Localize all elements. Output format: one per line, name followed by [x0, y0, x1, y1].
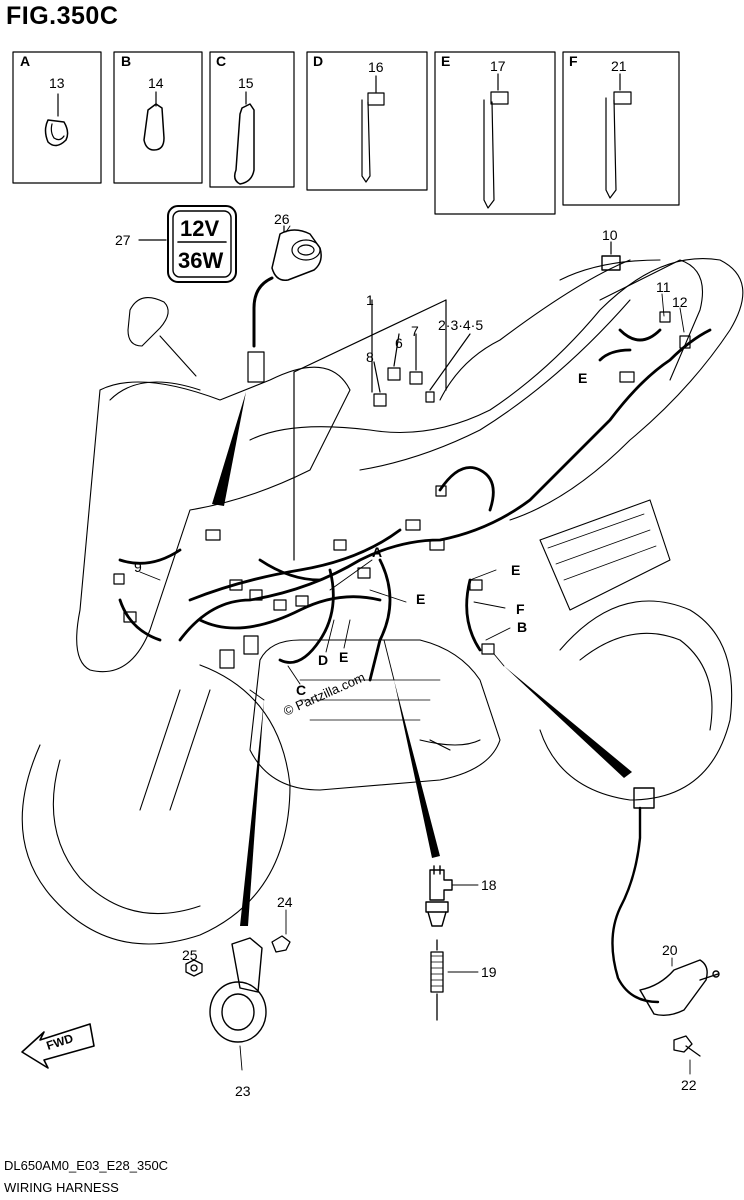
part-number-27: 27 — [115, 232, 131, 248]
clamp-label-a: A — [372, 544, 382, 560]
inset-letter-c: C — [216, 53, 226, 69]
part-number-26: 26 — [274, 211, 290, 227]
part-number-1: 1 — [366, 292, 374, 308]
inset-letter-b: B — [121, 53, 131, 69]
inset-letter-a: A — [20, 53, 30, 69]
clamp-label-e-2: E — [511, 562, 520, 578]
bolt-24[interactable] — [271, 909, 291, 953]
clamp-label-f: F — [516, 601, 525, 617]
inset-letter-d: D — [313, 53, 323, 69]
nut-25[interactable] — [185, 959, 203, 977]
part-number-9: 9 — [134, 559, 142, 575]
part-number-23: 23 — [235, 1083, 251, 1099]
part-number-10: 10 — [602, 227, 618, 243]
figure-code: DL650AM0_E03_E28_350C — [4, 1158, 169, 1173]
clamp-label-b: B — [517, 619, 527, 635]
part-number-13: 13 — [49, 75, 65, 91]
leader-arrow-26 — [212, 392, 246, 506]
inset-box-f[interactable] — [562, 51, 680, 206]
forward-direction-arrow — [21, 1023, 95, 1069]
inset-letter-e: E — [441, 53, 450, 69]
part-number-8: 8 — [366, 349, 374, 365]
clamp-label-d: D — [318, 652, 328, 668]
motorcycle-outline — [21, 258, 744, 945]
accessory-socket[interactable] — [247, 225, 322, 383]
part-number-24: 24 — [277, 894, 293, 910]
sidestand-switch[interactable] — [611, 787, 720, 1017]
harness-connectors[interactable] — [113, 311, 691, 669]
part-number-18: 18 — [481, 877, 497, 893]
part-number-2-3-4-5: 2·3·4·5 — [438, 317, 483, 333]
part-number-16: 16 — [368, 59, 384, 75]
figure-name: WIRING HARNESS — [4, 1180, 119, 1195]
main-wiring-harness[interactable] — [118, 328, 712, 682]
bolt-22[interactable] — [673, 1035, 701, 1075]
inset-letter-f: F — [569, 53, 578, 69]
bulb-spec-box[interactable] — [138, 205, 237, 283]
part-number-25: 25 — [182, 947, 198, 963]
part-number-17: 17 — [490, 58, 506, 74]
part-number-21: 21 — [611, 58, 627, 74]
leader-arrow-18 — [394, 680, 440, 858]
horn-23[interactable] — [209, 937, 267, 1071]
bulb-wattage: 36W — [178, 248, 223, 273]
clamp-label-c: C — [296, 682, 306, 698]
clamp-label-e-4: E — [339, 649, 348, 665]
part-number-15: 15 — [238, 75, 254, 91]
leader-arrow-20 — [504, 666, 632, 778]
part-number-6: 6 — [395, 335, 403, 351]
inset-box-d[interactable] — [306, 51, 428, 191]
relay-10[interactable] — [601, 241, 621, 271]
figure-title: FIG.350C — [6, 2, 119, 30]
leader-arrow-23 — [240, 700, 264, 926]
part-number-12: 12 — [672, 294, 688, 310]
clamp-label-e-1: E — [578, 370, 587, 386]
part-number-22: 22 — [681, 1077, 697, 1093]
sensor-19[interactable] — [430, 939, 479, 1021]
part-number-11: 11 — [656, 279, 671, 295]
watermark-text: © Partzilla.com — [281, 669, 367, 718]
clamp-label-e-3: E — [416, 591, 425, 607]
bulb-voltage: 12V — [180, 216, 219, 241]
inset-box-a[interactable] — [12, 51, 102, 184]
part-number-14: 14 — [148, 75, 164, 91]
inset-box-b[interactable] — [113, 51, 203, 184]
inset-box-c[interactable] — [209, 51, 295, 188]
switch-18[interactable] — [425, 865, 479, 927]
inset-box-e[interactable] — [434, 51, 556, 215]
relay-group[interactable] — [293, 299, 471, 561]
part-number-20: 20 — [662, 942, 678, 958]
part-number-19: 19 — [481, 964, 497, 980]
part-number-7: 7 — [411, 323, 419, 339]
callout-leaders — [139, 225, 685, 685]
